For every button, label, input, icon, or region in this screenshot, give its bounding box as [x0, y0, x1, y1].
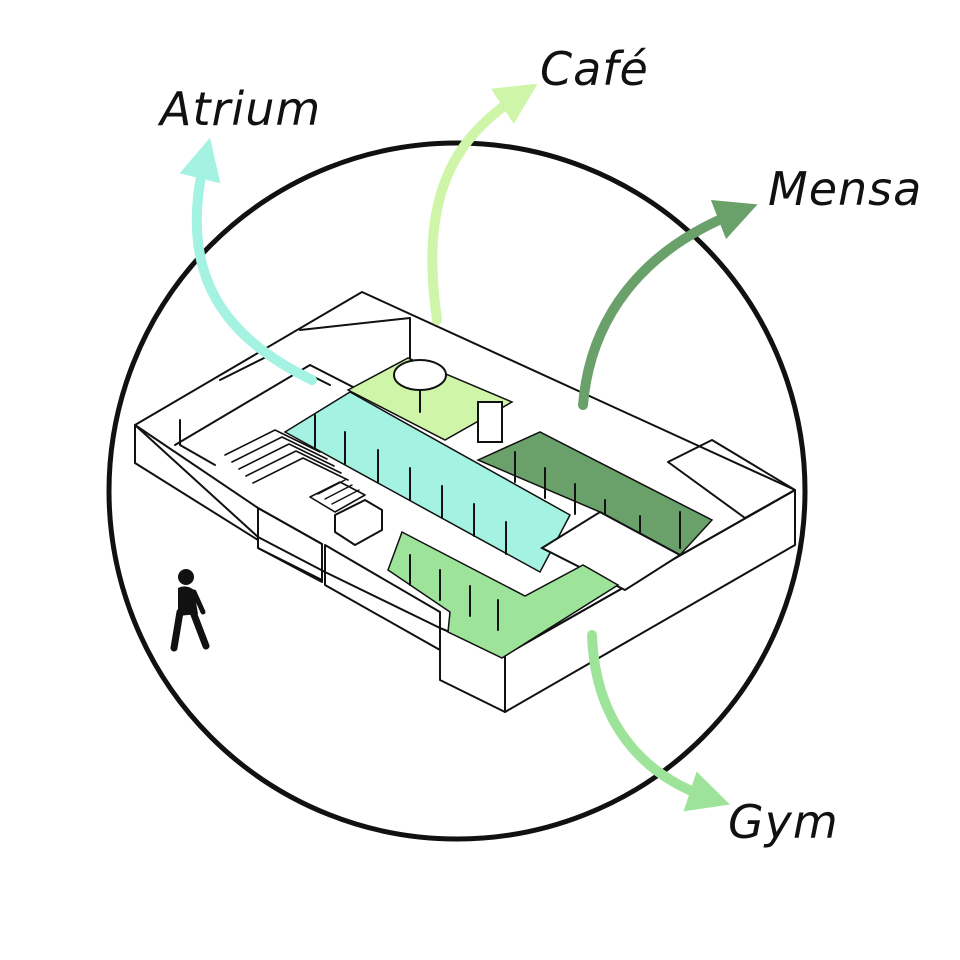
left-wing-wall-4 — [179, 419, 216, 466]
site-circle — [106, 140, 808, 842]
label-atrium: Atrium — [157, 82, 321, 136]
entrance-block — [257, 507, 323, 583]
cafe-zone — [346, 357, 514, 441]
cafe-round-table — [393, 359, 447, 391]
atrium-columns — [314, 414, 507, 555]
gym-zone — [387, 530, 620, 659]
small-room — [334, 499, 383, 546]
atrium-zone — [283, 391, 572, 574]
left-wing-walls — [174, 364, 356, 446]
arrow-mensa — [578, 200, 758, 410]
left-wing-wall-3 — [299, 317, 411, 371]
label-cafe: Café — [540, 42, 649, 96]
walking-person-icon — [170, 569, 210, 652]
label-gym: Gym — [728, 795, 839, 849]
gym-columns — [409, 554, 499, 631]
right-block — [667, 439, 796, 519]
label-mensa: Mensa — [768, 162, 922, 216]
cafe-counter — [477, 401, 503, 443]
building-side-right-face — [504, 489, 796, 713]
arrow-atrium — [179, 137, 317, 385]
arrow-gym — [587, 630, 730, 812]
mensa-zone — [476, 431, 714, 556]
arrow-cafe — [427, 83, 538, 325]
building-axonometric — [134, 291, 796, 713]
stairs — [224, 429, 366, 513]
